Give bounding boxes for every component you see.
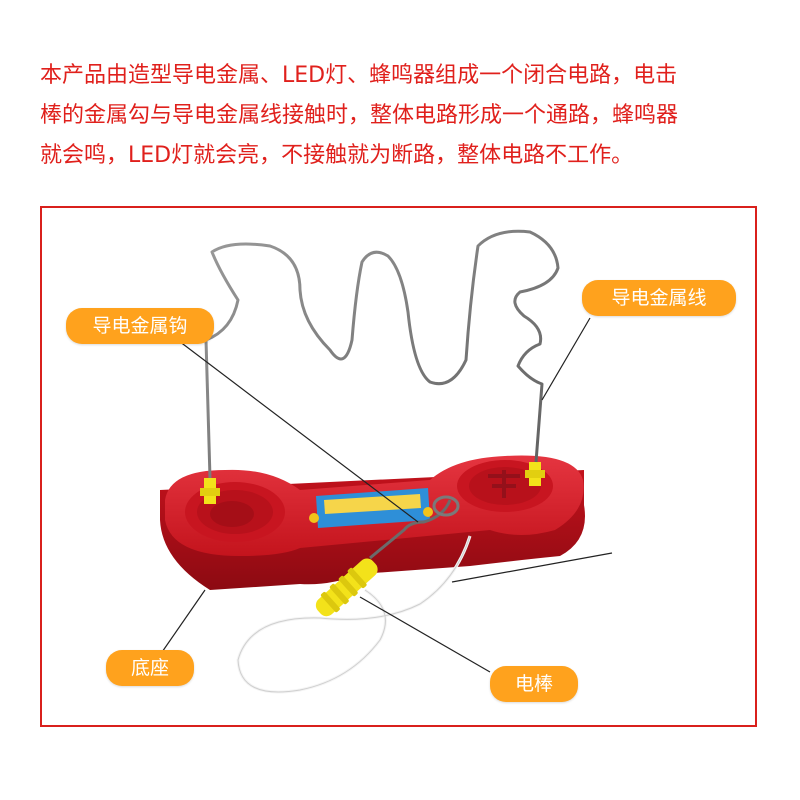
base [160,455,585,590]
right-post [525,462,545,486]
left-post [200,478,220,504]
photo-frame [40,206,757,727]
description-line-2: 棒的金属勾与导电金属线接触时，整体电路形成一个通路，蜂鸣器 [40,103,679,128]
electric-wand [315,495,460,617]
callout-wand: 电棒 [490,666,578,702]
description-line-1: 本产品由造型导电金属、LED灯、蜂鸣器组成一个闭合电路，电击 [40,63,678,88]
callout-wire: 导电金属线 [582,280,736,316]
callout-hook: 导电金属钩 [66,308,214,344]
description-line-3: 就会鸣，LED灯就会亮，不接触就为断路，整体电路不工作。 [40,143,634,168]
leader-lines [159,317,613,673]
description-text: 本产品由造型导电金属、LED灯、蜂鸣器组成一个闭合电路，电击 棒的金属勾与导电金… [40,56,770,176]
callout-base: 底座 [106,650,194,686]
maze-wire [204,229,560,479]
